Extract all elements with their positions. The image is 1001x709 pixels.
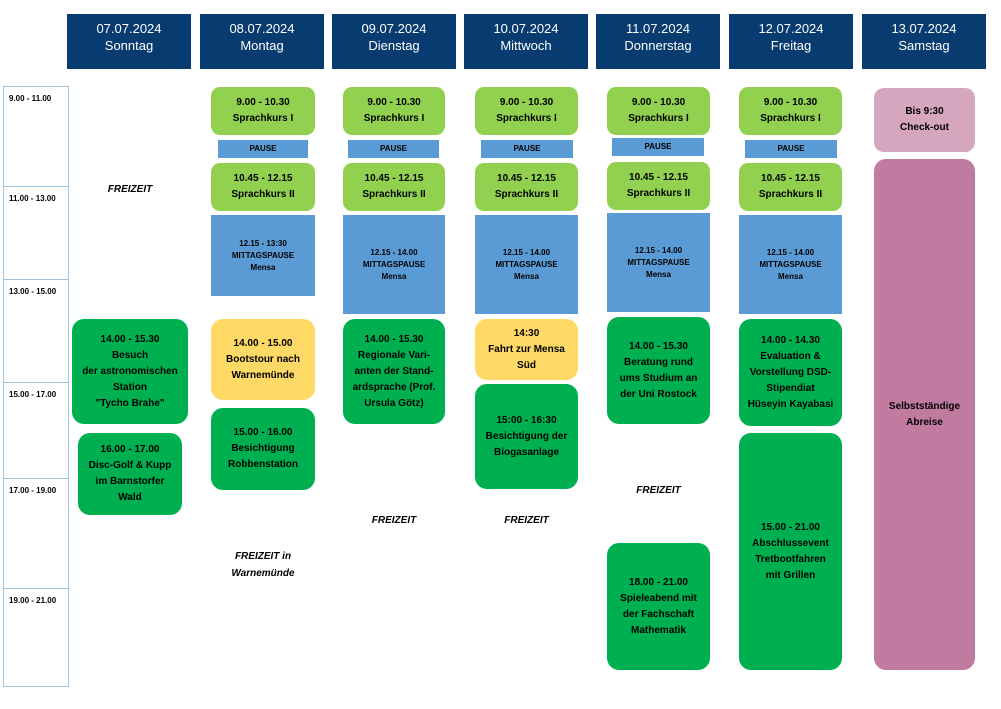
- event-spieleabend: 18.00 - 21.00 Spieleabend mit der Fachsc…: [607, 543, 710, 670]
- event-sprachkurs-1: 9.00 - 10.30 Sprachkurs I: [739, 87, 842, 135]
- time-column: 9.00 - 11.00 11.00 - 13.00 13.00 - 15.00…: [3, 86, 69, 687]
- time-slot: 11.00 - 13.00: [4, 187, 68, 280]
- day-header-tuesday: 09.07.2024 Dienstag: [332, 14, 456, 69]
- event-mittagspause: 12.15 - 14.00 MITTAGSPAUSE Mensa: [607, 213, 710, 312]
- event-fahrt-mensa: 14:30 Fahrt zur Mensa Süd: [475, 319, 578, 380]
- event-mittagspause: 12.15 - 14.00 MITTAGSPAUSE Mensa: [739, 215, 842, 314]
- free-time-label: FREIZEIT: [371, 515, 417, 526]
- event-bootstour: 14.00 - 15.00 Bootstour nach Warnemünde: [211, 319, 315, 400]
- day-name: Samstag: [898, 38, 950, 53]
- event-abschlussevent: 15.00 - 21.00 Abschlussevent Tretbootfah…: [739, 433, 842, 670]
- event-evaluation: 14.00 - 14.30 Evaluation & Vorstellung D…: [739, 319, 842, 426]
- free-time-label: FREIZEIT: [504, 515, 549, 526]
- event-abreise: Selbstständige Abreise: [874, 159, 975, 670]
- event-sprachkurs-2: 10.45 - 12.15 Sprachkurs II: [607, 162, 710, 210]
- day-header-thursday: 11.07.2024 Donnerstag: [596, 14, 720, 69]
- time-slot: 19.00 - 21.00: [9, 596, 57, 605]
- event-mittagspause: 12.15 - 13:30 MITTAGSPAUSE Mensa: [211, 215, 315, 296]
- event-sprachkurs-2: 10.45 - 12.15 Sprachkurs II: [211, 163, 315, 211]
- day-date: 11.07.2024: [625, 21, 691, 36]
- event-sprachkurs-1: 9.00 - 10.30 Sprachkurs I: [475, 87, 578, 135]
- day-date: 07.07.2024: [96, 21, 162, 36]
- event-sprachkurs-1: 9.00 - 10.30 Sprachkurs I: [343, 87, 445, 135]
- day-header-friday: 12.07.2024 Freitag: [729, 14, 853, 69]
- free-time-label: FREIZEIT in Warnemünde: [231, 551, 295, 579]
- event-mittagspause: 12.15 - 14.00 MITTAGSPAUSE Mensa: [475, 215, 578, 314]
- day-header-monday: 08.07.2024 Montag: [200, 14, 324, 69]
- event-pause: PAUSE: [217, 139, 309, 159]
- event-mittagspause: 12.15 - 14.00 MITTAGSPAUSE Mensa: [343, 215, 445, 314]
- event-sprachkurs-2: 10.45 - 12.15 Sprachkurs II: [343, 163, 445, 211]
- time-slot: 13.00 - 15.00: [4, 280, 68, 383]
- event-check-out: Bis 9:30 Check-out: [874, 88, 975, 152]
- event-pause: PAUSE: [347, 139, 440, 159]
- event-besuch-station: 14.00 - 15.30 Besuch der astronomischen …: [72, 319, 188, 424]
- event-pause: PAUSE: [744, 139, 838, 159]
- day-name: Sonntag: [104, 38, 154, 53]
- day-date: 09.07.2024: [361, 21, 427, 36]
- event-beratung: 14.00 - 15.30 Beratung rund ums Studium …: [607, 317, 710, 424]
- free-time-label: FREIZEIT: [636, 485, 681, 496]
- day-date: 10.07.2024: [493, 21, 559, 36]
- day-name: Montag: [240, 38, 284, 53]
- event-robbenstation: 15.00 - 16.00 Besichtigung Robbenstation: [211, 408, 315, 490]
- event-sprachkurs-2: 10.45 - 12.15 Sprachkurs II: [475, 163, 578, 211]
- time-slot: 17.00 - 19.00: [4, 479, 68, 589]
- day-date: 12.07.2024: [758, 21, 824, 36]
- event-regionale-varianten: 14.00 - 15.30 Regionale Vari- anten der …: [343, 319, 445, 424]
- day-name: Donnerstag: [624, 38, 692, 53]
- event-pause: PAUSE: [611, 137, 705, 157]
- day-name: Dienstag: [368, 38, 420, 53]
- event-sprachkurs-1: 9.00 - 10.30 Sprachkurs I: [211, 87, 315, 135]
- day-date: 08.07.2024: [229, 21, 295, 36]
- day-header-sunday: 07.07.2024 Sonntag: [67, 14, 191, 69]
- event-disc-golf: 16.00 - 17.00 Disc-Golf & Kupp im Barnst…: [78, 433, 182, 515]
- event-sprachkurs-1: 9.00 - 10.30 Sprachkurs I: [607, 87, 710, 135]
- day-header-wednesday: 10.07.2024 Mittwoch: [464, 14, 588, 69]
- day-header-saturday: 13.07.2024 Samstag: [862, 14, 986, 69]
- time-slot: 9.00 - 11.00: [4, 87, 68, 187]
- day-date: 13.07.2024: [891, 21, 957, 36]
- day-name: Mittwoch: [500, 38, 552, 53]
- day-name: Freitag: [770, 38, 812, 53]
- time-slot: 15.00 - 17.00: [4, 383, 68, 479]
- event-sprachkurs-2: 10.45 - 12.15 Sprachkurs II: [739, 163, 842, 211]
- event-pause: PAUSE: [480, 139, 574, 159]
- event-biogasanlage: 15:00 - 16:30 Besichtigung der Biogasanl…: [475, 384, 578, 489]
- free-time-label: FREIZEIT: [107, 184, 153, 195]
